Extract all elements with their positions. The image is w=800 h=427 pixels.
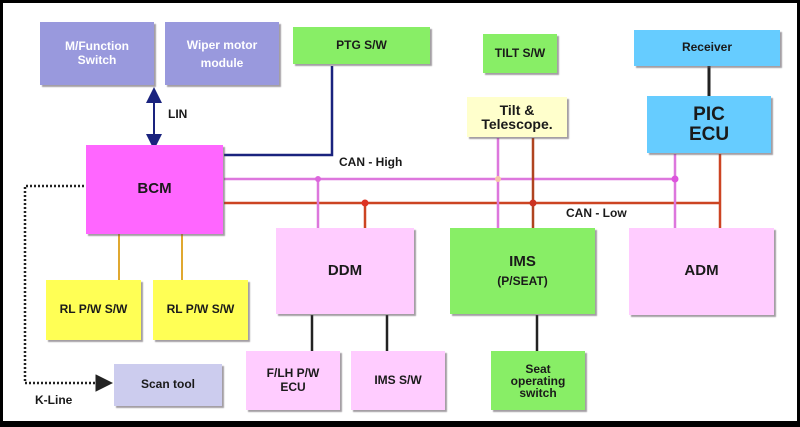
flh-pw-ecu-label: F/LH P/W ECU	[266, 366, 320, 394]
bcm-label: BCM	[137, 180, 172, 198]
wiper-motor-module-box: Wiper motor module	[165, 22, 279, 85]
lin-label: LIN	[168, 107, 188, 121]
bcm-box: BCM	[86, 145, 223, 234]
tilt-telescope-label: Tilt & Telescope.	[481, 102, 553, 132]
adm-can-high-node	[671, 175, 679, 183]
wiper-motor-module-label: Wiper motor module	[186, 37, 258, 70]
flh-pw-ecu-box: F/LH P/W ECU	[246, 351, 340, 410]
adm-box: ADM	[629, 228, 774, 315]
k-line	[23, 184, 113, 392]
ddm-label: DDM	[327, 261, 363, 279]
tilt-telescope-box: Tilt & Telescope.	[467, 97, 567, 137]
receiver-box: Receiver	[634, 30, 780, 66]
ptg-wire	[224, 66, 334, 157]
scan-tool-label: Scan tool	[140, 377, 195, 392]
rl-pw-switch-2-box: RL P/W S/W	[153, 280, 248, 340]
pic-ecu-box: PIC ECU	[647, 96, 771, 153]
can-low-label: CAN - Low	[566, 206, 627, 220]
ims-switch-box: IMS S/W	[351, 351, 445, 410]
mfunction-switch-box: M/Function Switch	[40, 22, 154, 85]
rl-pw-switch-1-label: RL P/W S/W	[59, 302, 128, 317]
rl-pw-switch-2-label: RL P/W S/W	[166, 302, 235, 317]
seat-operating-switch-label: Seat operating switch	[510, 361, 566, 400]
adm-label: ADM	[684, 262, 719, 280]
tilt-switch-box: TILT S/W	[483, 34, 557, 73]
ims-can-low-node	[529, 199, 537, 207]
ptg-switch-label: PTG S/W	[336, 37, 387, 52]
mfunction-switch-label: M/Function Switch	[65, 39, 129, 67]
rl-pw-switch-1-box: RL P/W S/W	[46, 280, 141, 340]
ptg-switch-box: PTG S/W	[293, 27, 430, 64]
scan-tool-box: Scan tool	[114, 364, 222, 406]
pic-ecu-label: PIC ECU	[688, 103, 730, 145]
ims-label: IMS	[509, 253, 536, 271]
ims-can-high-node	[495, 176, 501, 182]
ims-switch-label: IMS S/W	[374, 372, 422, 387]
seat-operating-switch-box: Seat operating switch	[491, 351, 585, 410]
ims-sublabel: (P/SEAT)	[497, 273, 548, 288]
ims-box: IMS (P/SEAT)	[450, 228, 595, 314]
ddm-can-low-node	[361, 199, 369, 207]
tilt-switch-label: TILT S/W	[494, 45, 546, 60]
k-line-label: K-Line	[35, 393, 73, 407]
can-high-label: CAN - High	[339, 155, 403, 169]
ddm-box: DDM	[276, 228, 414, 314]
receiver-label: Receiver	[681, 40, 733, 55]
ddm-can-high-node	[315, 176, 321, 182]
